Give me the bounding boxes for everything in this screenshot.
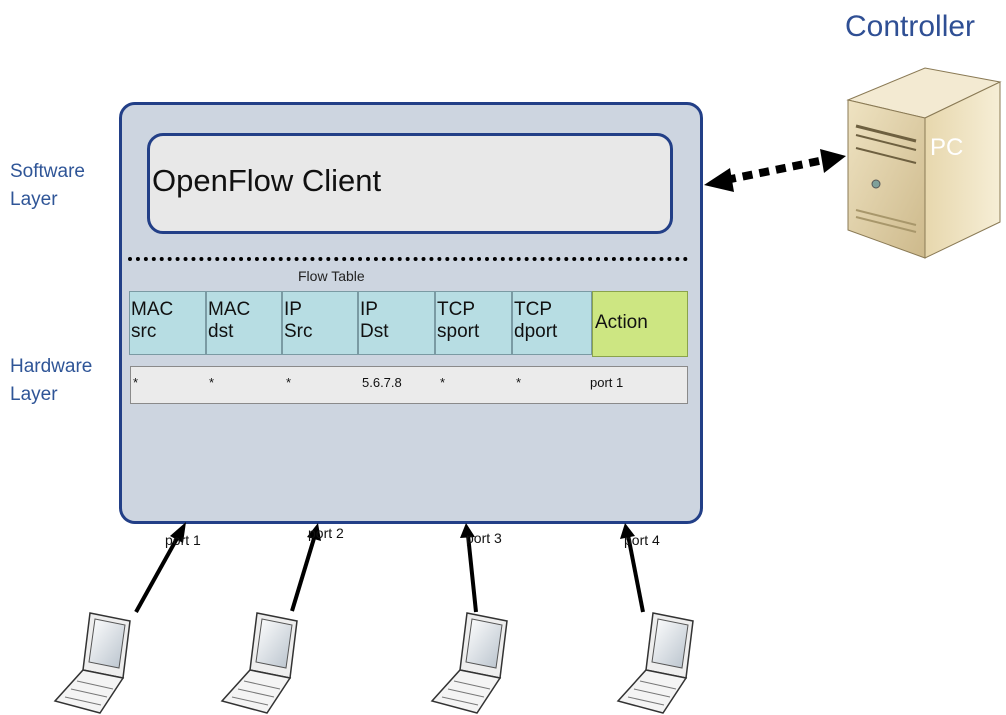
openflow-client-label: OpenFlow Client <box>152 163 382 198</box>
header-ip-dst-line1: IP <box>360 299 378 320</box>
software-label-line1: Software <box>10 161 85 182</box>
header-ip-dst-line2: Dst <box>360 321 389 342</box>
header-ip-src: IP Src <box>282 291 358 355</box>
pc-label: PC <box>930 134 963 161</box>
laptop-icon <box>430 612 508 714</box>
port-arrow-3 <box>460 523 478 613</box>
control-channel-arrow <box>704 149 846 192</box>
header-tcp-dport-line1: TCP <box>514 299 552 320</box>
entry-tcp-dport: * <box>516 375 522 390</box>
layer-divider <box>128 257 688 261</box>
hardware-label-line1: Hardware <box>10 356 93 377</box>
header-mac-src-line2: src <box>131 321 157 342</box>
entry-action: port 1 <box>590 375 624 390</box>
header-action: Action <box>592 291 688 357</box>
entry-ip-src: * <box>286 375 292 390</box>
laptop-icon <box>220 612 298 714</box>
port-label-1: port 1 <box>165 532 201 548</box>
header-tcp-sport-line1: TCP <box>437 299 475 320</box>
header-tcp-dport-line2: dport <box>514 321 558 342</box>
software-layer-label: Software Layer <box>10 158 85 214</box>
header-ip-src-line2: Src <box>284 321 313 342</box>
openflow-client-box <box>147 133 673 234</box>
port-arrow-2 <box>290 523 321 612</box>
header-tcp-dport: TCP dport <box>512 291 592 355</box>
entry-tcp-sport: * <box>440 375 446 390</box>
header-mac-dst-line1: MAC <box>208 299 251 320</box>
port-arrow-1 <box>134 522 186 613</box>
header-mac-src-line1: MAC <box>131 299 174 320</box>
entry-mac-src: * <box>133 375 139 390</box>
header-mac-src: MAC src <box>129 291 206 355</box>
flow-entry-row <box>130 366 688 404</box>
laptop-icon <box>53 612 131 714</box>
header-ip-src-line1: IP <box>284 299 302 320</box>
hardware-layer-label: Hardware Layer <box>10 353 92 409</box>
entry-mac-dst: * <box>209 375 215 390</box>
laptop-icon <box>616 612 694 714</box>
hardware-label-line2: Layer <box>10 384 58 405</box>
entry-ip-dst: 5.6.7.8 <box>362 375 402 390</box>
controller-pc-icon: PC <box>846 67 1002 259</box>
header-tcp-sport-line2: sport <box>437 321 480 342</box>
port-arrow-4 <box>620 523 645 613</box>
software-label-line2: Layer <box>10 189 58 210</box>
header-ip-dst: IP Dst <box>358 291 435 355</box>
controller-title: Controller <box>845 10 976 43</box>
header-tcp-sport: TCP sport <box>435 291 512 355</box>
flow-table-title: Flow Table <box>298 268 365 284</box>
header-mac-dst: MAC dst <box>206 291 282 355</box>
port-label-3: port 3 <box>466 530 502 546</box>
port-label-4: port 4 <box>624 532 660 548</box>
header-mac-dst-line2: dst <box>208 321 234 342</box>
port-label-2: port 2 <box>308 525 344 541</box>
